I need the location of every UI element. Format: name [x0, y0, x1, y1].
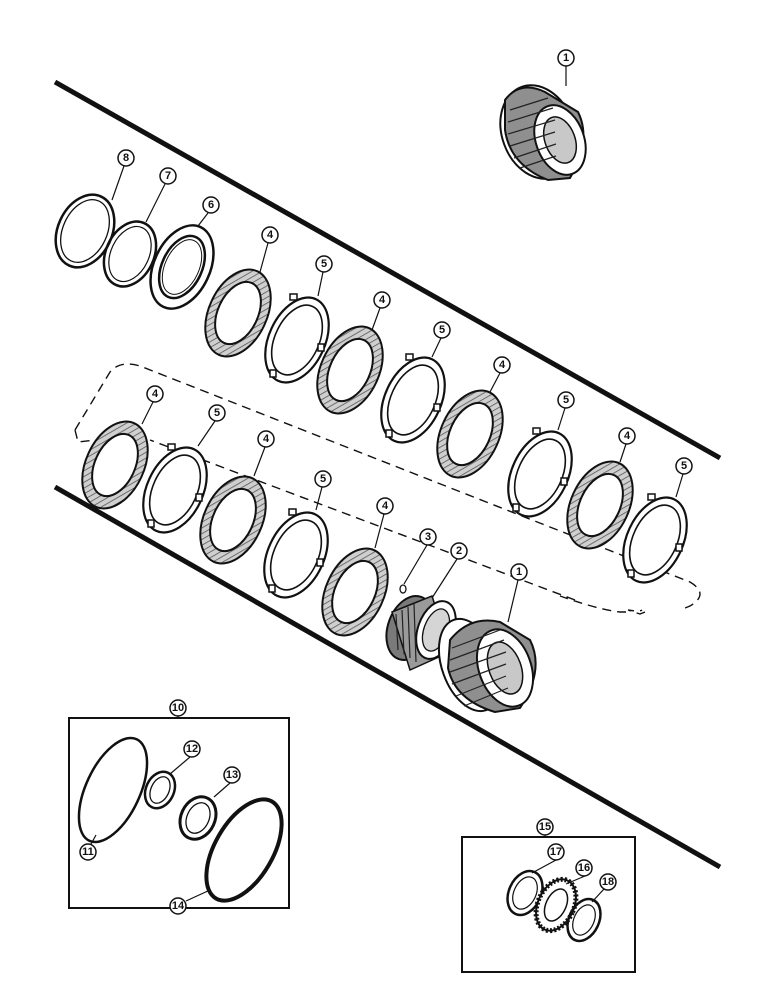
steel-plate-5c — [507, 427, 573, 518]
callout-number: 5 — [214, 407, 220, 419]
callout-number: 5 — [439, 324, 445, 336]
callout-number: 4 — [263, 433, 270, 445]
callout-5a: 5 — [315, 255, 333, 273]
callout-number: 1 — [563, 52, 569, 64]
backing-plate-6 — [149, 224, 215, 310]
callout-18: 18 — [599, 873, 617, 891]
callout-number: 17 — [550, 846, 562, 858]
callout-4a: 4 — [261, 226, 279, 244]
steel-plate-5e — [142, 443, 208, 534]
callout-number: 15 — [539, 821, 551, 833]
snap-ring-8 — [54, 193, 116, 269]
callout-1-bottom: 1 — [510, 563, 528, 581]
callout-4d: 4 — [618, 427, 636, 445]
ring-7 — [102, 220, 158, 288]
callout-number: 4 — [152, 388, 159, 400]
callout-number: 18 — [602, 876, 614, 888]
callout-14: 14 — [169, 897, 187, 915]
callout-17: 17 — [547, 843, 565, 861]
callout-5e: 5 — [208, 404, 226, 422]
friction-disc-4c — [436, 389, 504, 479]
section-border-top — [53, 79, 722, 461]
o-ring-14 — [204, 797, 284, 903]
callout-number: 4 — [379, 294, 386, 306]
callout-number: 2 — [456, 545, 462, 557]
callout-11: 11 — [79, 843, 97, 861]
friction-disc-4g — [321, 547, 389, 637]
clutch-hub-assembly-bottom — [437, 617, 537, 714]
callout-16: 16 — [575, 859, 593, 877]
callout-number: 4 — [382, 500, 389, 512]
callout-number: 4 — [499, 359, 506, 371]
friction-disc-4f — [199, 475, 267, 565]
pin-3 — [399, 584, 407, 594]
friction-disc-4e — [81, 420, 149, 510]
bearing-kit-box — [461, 836, 636, 973]
friction-disc-4b — [316, 325, 384, 415]
callout-number: 12 — [186, 743, 198, 755]
callout-4c: 4 — [493, 356, 511, 374]
callout-2: 2 — [450, 542, 468, 560]
seal-13 — [178, 795, 218, 841]
callout-6: 6 — [202, 196, 220, 214]
callout-number: 5 — [321, 258, 327, 270]
callout-4b: 4 — [373, 291, 391, 309]
callout-10: 10 — [169, 699, 187, 717]
clutch-hub-assembly-top — [499, 84, 587, 182]
callout-1-top: 1 — [557, 49, 575, 67]
callout-12: 12 — [183, 740, 201, 758]
callout-number: 1 — [516, 566, 522, 578]
steel-plate-5f — [263, 508, 329, 599]
callout-number: 5 — [320, 473, 326, 485]
callout-15: 15 — [536, 818, 554, 836]
callout-number: 6 — [208, 199, 214, 211]
callout-number: 10 — [172, 702, 184, 714]
callout-4f: 4 — [257, 430, 275, 448]
callout-number: 11 — [82, 846, 94, 858]
callout-8: 8 — [117, 149, 135, 167]
steel-plate-5b — [380, 353, 446, 444]
callout-5b: 5 — [433, 321, 451, 339]
callout-number: 13 — [226, 769, 238, 781]
callout-5c: 5 — [557, 391, 575, 409]
callout-number: 4 — [267, 229, 274, 241]
callout-13: 13 — [223, 766, 241, 784]
seal-12 — [143, 770, 177, 810]
seal-ring-11 — [77, 736, 149, 844]
steel-plate-5d — [622, 493, 688, 584]
steel-plate-5a — [264, 293, 330, 384]
callout-7: 7 — [159, 167, 177, 185]
callout-number: 8 — [123, 152, 129, 164]
callout-number: 5 — [563, 394, 569, 406]
callout-number: 7 — [165, 170, 171, 182]
callout-number: 16 — [578, 862, 590, 874]
friction-disc-4d — [566, 460, 634, 550]
friction-disc-4a — [204, 268, 272, 358]
seal-kit-box — [68, 717, 290, 909]
callout-number: 5 — [681, 460, 687, 472]
leader-lines — [90, 66, 684, 903]
callout-number: 14 — [172, 900, 185, 912]
section-border-bottom — [53, 484, 722, 870]
plate-group-dashed-outline — [74, 363, 701, 615]
callout-4g: 4 — [376, 497, 394, 515]
callout-5d: 5 — [675, 457, 693, 475]
callout-number: 3 — [425, 531, 431, 543]
callout-3: 3 — [419, 528, 437, 546]
callout-5f: 5 — [314, 470, 332, 488]
callout-4e: 4 — [146, 385, 164, 403]
callout-number: 4 — [624, 430, 631, 442]
